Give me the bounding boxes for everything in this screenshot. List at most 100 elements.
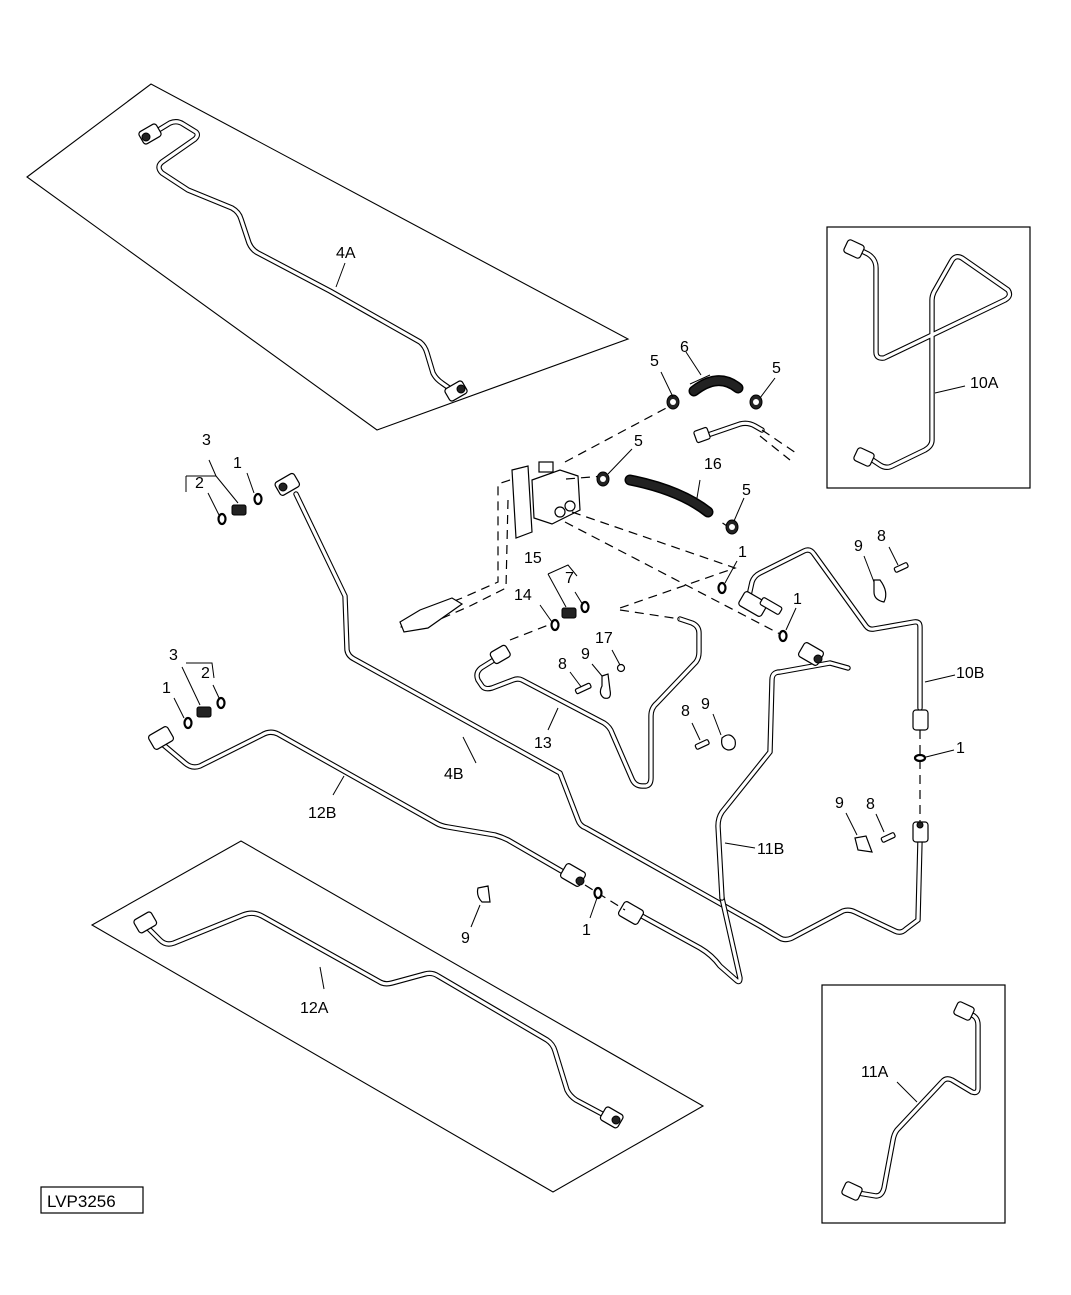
o-ring-icon[interactable] (216, 696, 226, 710)
o-ring-icon[interactable] (913, 753, 927, 763)
inset-10a: 10A (826, 226, 1031, 489)
leader-line (845, 812, 858, 836)
leader-line (591, 663, 603, 677)
callout-9: 9 (581, 646, 590, 663)
leader-line (212, 684, 221, 701)
hose-clamp-icon[interactable] (725, 519, 739, 535)
callout-9: 9 (854, 538, 863, 555)
leader-line (246, 472, 255, 494)
tube-4a[interactable] (149, 119, 455, 393)
callout-12a: 12A (300, 1000, 329, 1017)
inlet-port (538, 461, 554, 473)
callout-1: 1 (582, 922, 591, 939)
tube-11b[interactable] (715, 660, 851, 901)
leader-line (896, 1081, 918, 1103)
assembly-line (564, 521, 781, 635)
hose-clamp-icon[interactable] (666, 394, 680, 410)
cap-screw-icon[interactable] (694, 739, 710, 750)
callout-6: 6 (680, 339, 689, 356)
tube-13[interactable] (474, 616, 702, 789)
hose-6[interactable] (688, 375, 744, 397)
leader-line (696, 479, 701, 499)
group-bracket (547, 564, 578, 577)
clamp-icon[interactable] (873, 579, 887, 603)
callout-5: 5 (742, 482, 751, 499)
callout-10a: 10A (970, 375, 999, 392)
assembly-line (571, 511, 737, 609)
leader-line (611, 649, 621, 666)
sheet-outline (90, 840, 705, 1193)
callout-8: 8 (558, 656, 567, 673)
port-fitting (554, 506, 566, 518)
clamp-icon[interactable] (476, 885, 491, 903)
tube-11a[interactable] (855, 1008, 981, 1199)
leader-line (589, 897, 598, 919)
callout-17: 17 (595, 630, 613, 647)
callout-1: 1 (793, 591, 802, 608)
inset-frame (821, 984, 1006, 1224)
hose-16[interactable] (624, 474, 714, 518)
leader-line (319, 966, 325, 990)
o-ring-icon[interactable] (580, 600, 590, 614)
nut-icon (444, 380, 468, 402)
filter-head-assembly[interactable] (399, 461, 581, 633)
leader-line (712, 713, 722, 736)
cap-screw-icon[interactable] (880, 832, 896, 843)
cap-screw-icon[interactable] (893, 562, 909, 573)
inset-frame (826, 226, 1031, 489)
tube-10b[interactable] (745, 547, 923, 711)
tube-11b-lower[interactable] (637, 895, 743, 985)
leader-line (332, 775, 345, 796)
nut-icon (843, 239, 865, 259)
callout-10b: 10B (956, 665, 984, 682)
cap-screw-icon[interactable] (574, 682, 592, 695)
leader-line (607, 448, 633, 475)
callout-13: 13 (534, 735, 552, 752)
o-ring-icon[interactable] (593, 886, 603, 900)
leader-line (660, 371, 674, 398)
tube-4b[interactable] (293, 491, 923, 943)
o-ring-icon[interactable] (717, 581, 727, 595)
assembly-line (619, 609, 681, 620)
leader-line (173, 697, 185, 719)
leader-line (208, 459, 217, 477)
tube-12a[interactable] (142, 910, 609, 1119)
nut-icon (912, 709, 929, 731)
tube-12b[interactable] (157, 729, 568, 876)
callout-12b: 12B (308, 805, 336, 822)
fitting-icon[interactable] (231, 504, 247, 516)
callout-8: 8 (877, 528, 886, 545)
hose-clamp-icon[interactable] (596, 471, 610, 487)
nut-icon (841, 1181, 863, 1201)
clamp-icon[interactable] (854, 835, 873, 853)
inset-11a: 11A (821, 984, 1006, 1224)
tube-10a[interactable] (855, 246, 1013, 470)
leader-line (689, 374, 711, 385)
o-ring-icon[interactable] (778, 629, 788, 643)
nut-icon (797, 642, 825, 666)
hose-clamp-icon[interactable] (749, 394, 763, 410)
leader-line (547, 707, 559, 731)
o-ring-icon[interactable] (217, 512, 227, 526)
nut-icon (559, 863, 587, 887)
bracket-foot (399, 597, 464, 633)
o-ring-icon[interactable] (253, 492, 263, 506)
figure-id: LVP3256 (40, 1186, 144, 1214)
nut-icon (912, 821, 929, 843)
leader-line (888, 546, 899, 566)
leader-line (181, 666, 201, 706)
callout-14: 14 (514, 587, 532, 604)
nut-icon[interactable] (616, 663, 626, 673)
callout-5: 5 (634, 433, 643, 450)
leader-line (925, 749, 955, 758)
callout-1: 1 (233, 455, 242, 472)
fitting-icon[interactable] (561, 607, 577, 619)
leader-line (215, 475, 239, 504)
fitting-icon[interactable] (196, 706, 212, 718)
clamp-icon[interactable] (599, 673, 611, 699)
o-ring-icon[interactable] (183, 716, 193, 730)
nut-icon (133, 911, 158, 934)
nut-icon (617, 901, 645, 925)
clamp-icon[interactable] (721, 734, 736, 751)
o-ring-icon[interactable] (550, 618, 560, 632)
